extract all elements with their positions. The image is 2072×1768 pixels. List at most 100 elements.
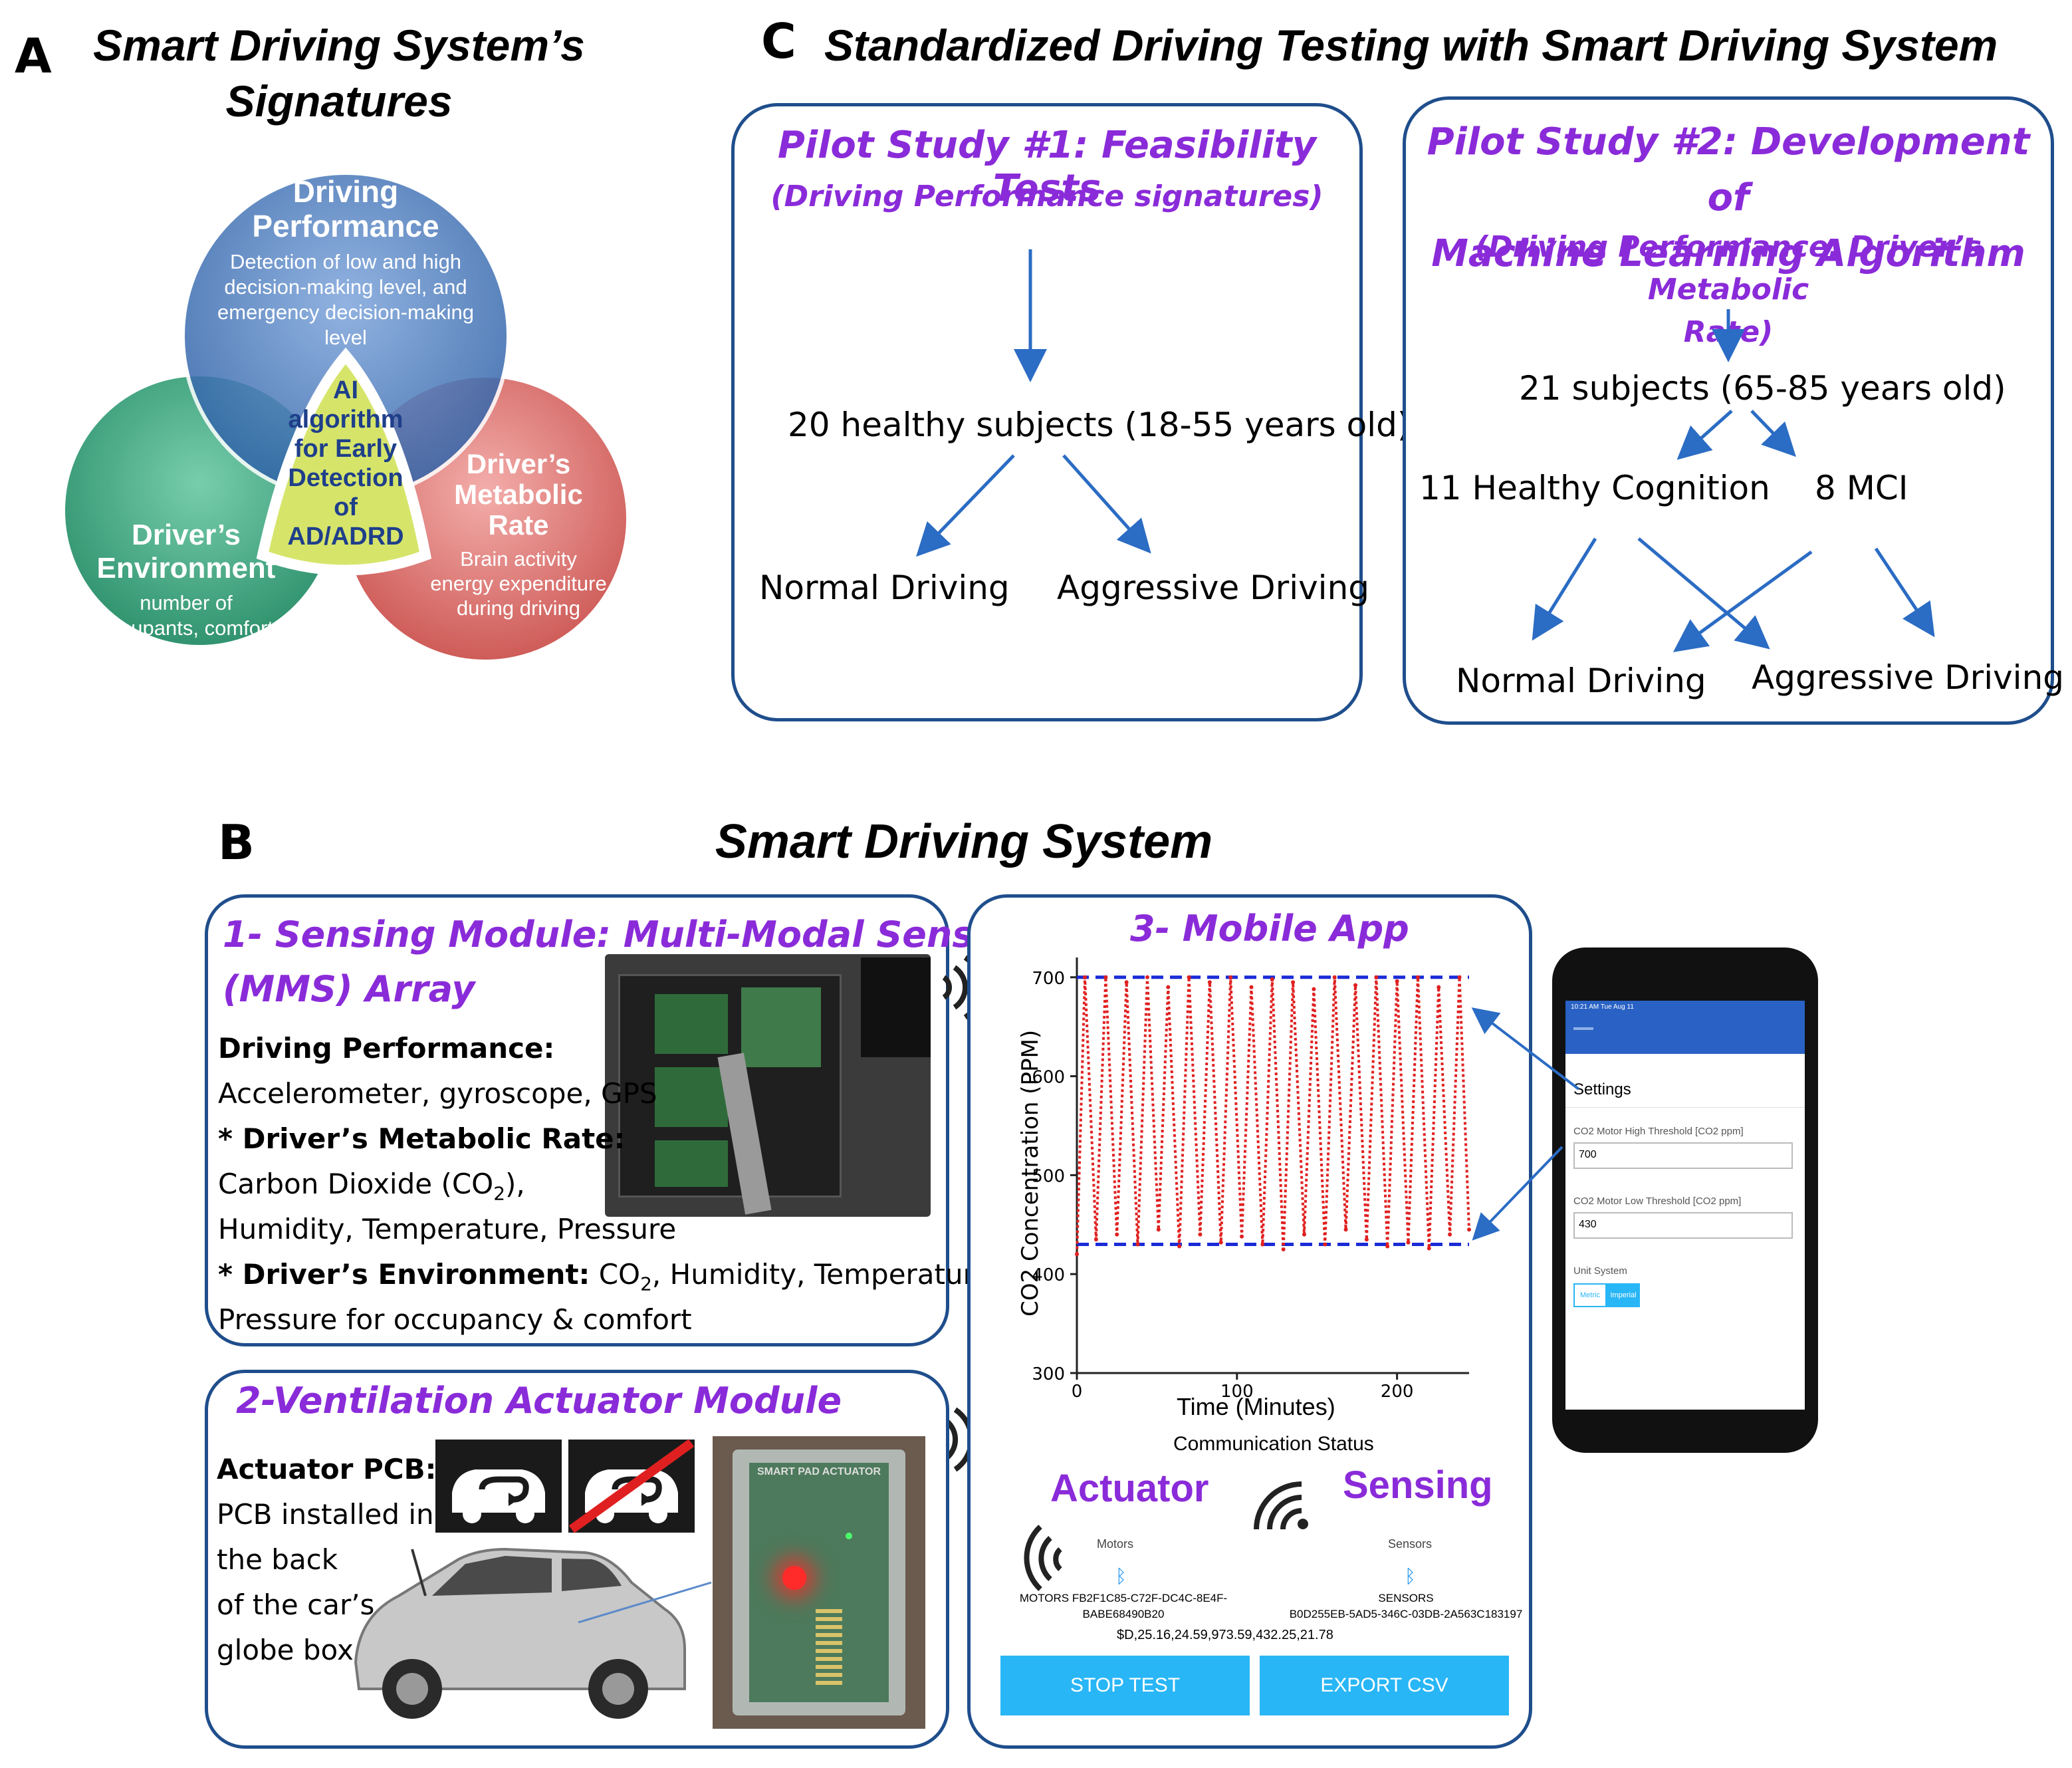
phone-screen: 10:21 AM Tue Aug 11 Settings CO2 Motor H… [1565, 1001, 1805, 1410]
env-co2: CO [590, 1258, 641, 1291]
panel-a-title-line2: Signatures [225, 76, 453, 126]
actuator-pcb-photo: SMART PAD ACTUATOR [713, 1436, 925, 1729]
export-csv-button[interactable]: EXPORT CSV [1260, 1656, 1509, 1715]
pilot-study-2-aggressive: Aggressive Driving [1752, 658, 2064, 697]
sensing-line-7: Pressure for occupancy & comfort [218, 1303, 692, 1336]
sensing-line-2: Accelerometer, gyroscope, GPS [218, 1077, 657, 1110]
high-threshold-input[interactable]: 700 [1573, 1142, 1793, 1169]
env-rest: , Humidity, Temperature, [651, 1258, 1000, 1291]
motors-id-line2: BABE68490B20 [1082, 1608, 1165, 1620]
sensing-line-5: Humidity, Temperature, Pressure [218, 1213, 677, 1245]
performance-desc-line3: emergency decision-making [217, 301, 474, 324]
motors-id: MOTORS FB2F1C85-C72F-DC4C-8E4F- BABE6849… [1010, 1590, 1236, 1622]
sensors-id-line1: SENSORS [1378, 1592, 1434, 1604]
venn-performance-desc: Detection of low and high decision-makin… [179, 249, 512, 350]
stop-test-button[interactable]: STOP TEST [1000, 1656, 1250, 1715]
high-threshold-label: CO2 Motor High Threshold [CO2 ppm] [1573, 1126, 1744, 1137]
pilot-study-2-normal: Normal Driving [1456, 662, 1706, 700]
pilot-study-2-subtitle-line1: (Driving Performance, Driver’s Metabolic [1474, 230, 1982, 307]
sensing-title-line1: 1- Sensing Module: Multi-Modal Sensor [223, 914, 1016, 955]
recirculation-on-svg [452, 1469, 545, 1523]
pcb-label: SMART PAD ACTUATOR [756, 1466, 881, 1477]
panel-c-title: Standardized Driving Testing with Smart … [824, 21, 1998, 70]
panel-c-letter: C [761, 13, 796, 69]
recirculation-off-svg [585, 1469, 678, 1523]
phone-frame: 10:21 AM Tue Aug 11 Settings CO2 Motor H… [1552, 947, 1818, 1453]
performance-title-line2: Performance [252, 209, 439, 243]
metabolic-desc-line2: energy expenditure [430, 572, 607, 595]
data-stream-line: $D,25.16,24.59,973.59,432.25,21.78 [1117, 1628, 1333, 1642]
ventilation-title: 2-Ventilation Actuator Module [236, 1380, 842, 1422]
phone-app-bar: 10:21 AM Tue Aug 11 [1565, 1001, 1805, 1054]
metabolic-title-line1: Driver’s [466, 448, 571, 479]
sensor-board-3 [655, 1140, 728, 1187]
mobile-app-title: 3- Mobile App [1130, 908, 1409, 949]
sensor-main-board [741, 987, 821, 1067]
metabolic-title-line3: Rate [488, 509, 549, 541]
ventilation-line-3: the back [217, 1543, 338, 1576]
panel-b-letter: B [218, 815, 255, 870]
pilot-study-1-box [731, 103, 1363, 721]
center-line2: algorithm [288, 406, 403, 434]
chart-xlabel: Time (Minutes) [1177, 1393, 1335, 1420]
ventilation-line-1: Actuator PCB: [217, 1453, 437, 1485]
performance-title-line1: Driving [292, 174, 399, 209]
imperial-toggle[interactable]: Imperial [1607, 1283, 1640, 1307]
sensors-id: SENSORS B0D255EB-5AD5-346C-03DB-2A563C18… [1280, 1590, 1532, 1622]
performance-desc-line4: level [324, 326, 367, 349]
ventilation-line-5: globe box [217, 1634, 354, 1666]
gps-module [861, 957, 931, 1057]
sensing-line-4: Carbon Dioxide (CO2), [218, 1168, 525, 1204]
environment-title-line1: Driver’s [132, 519, 241, 551]
sensing-title-line2: (MMS) Array [223, 968, 475, 1010]
settings-divider [1565, 1107, 1805, 1108]
performance-desc-line1: Detection of low and high [229, 250, 462, 273]
sensing-module-title: 1- Sensing Module: Multi-Modal Sensor (M… [223, 908, 1016, 1017]
pilot-study-1-subtitle: (Driving Performance signatures) [770, 180, 1324, 213]
venn-environment-desc: number of occupants, comfort [80, 590, 292, 641]
pcb-red-led [782, 1566, 806, 1590]
settings-title: Settings [1573, 1080, 1631, 1098]
phone-status-bar: 10:21 AM Tue Aug 11 [1571, 1003, 1634, 1011]
co2-end: ), [505, 1168, 525, 1200]
center-line1: AI [333, 376, 358, 404]
co2-sub: 2 [493, 1182, 506, 1205]
sensors-id-line2: B0D255EB-5AD5-346C-03DB-2A563C183197 [1289, 1608, 1523, 1620]
sensing-line-3: * Driver’s Metabolic Rate: [218, 1122, 626, 1155]
environment-desc-line1: number of [140, 591, 233, 614]
pilot-study-1-normal: Normal Driving [759, 568, 1010, 607]
metabolic-desc-line1: Brain activity [460, 547, 577, 570]
unit-system-label: Unit System [1573, 1265, 1627, 1277]
sensor-board-1 [655, 994, 728, 1054]
low-threshold-label: CO2 Motor Low Threshold [CO2 ppm] [1573, 1196, 1742, 1207]
pilot-study-1-subjects: 20 healthy subjects (18-55 years old) [788, 406, 1411, 444]
pilot-study-2-title-line2: Machine Learning Algorithm [1431, 232, 2025, 275]
metric-toggle[interactable]: Metric [1573, 1283, 1607, 1307]
venn-performance-title: Driving Performance [179, 174, 512, 243]
ventilation-line-2: PCB installed in [217, 1498, 434, 1531]
pilot-study-2-subtitle: (Driving Performance, Driver’s Metabolic… [1406, 226, 2051, 354]
venn-metabolic-desc: Brain activity energy expenditure during… [419, 547, 618, 620]
pcb-header-pins [816, 1609, 842, 1689]
back-icon[interactable] [1573, 1027, 1593, 1030]
low-threshold-input[interactable]: 430 [1573, 1212, 1793, 1239]
sensors-small-label: Sensors [1388, 1537, 1433, 1551]
pilot-study-1-title: Pilot Study #1: Feasibility Tests [777, 124, 1317, 210]
center-line6: AD/ADRD [287, 523, 404, 551]
venn-environment-title: Driver’s Environment [80, 519, 292, 585]
env-co2-sub: 2 [640, 1273, 652, 1295]
recirculation-off-icon [568, 1440, 695, 1533]
environment-title-line2: Environment [96, 552, 276, 584]
pilot-study-1-aggressive: Aggressive Driving [1057, 568, 1369, 607]
pilot-study-2-healthy: 11 Healthy Cognition [1419, 469, 1770, 507]
pcb-green-led [846, 1533, 852, 1539]
ventilation-line-4: of the car’s [217, 1588, 375, 1621]
pilot-study-2-subtitle-line2: Rate) [1683, 315, 1774, 349]
communication-status: Communication Status [1173, 1433, 1374, 1455]
recirculation-on-icon [435, 1440, 562, 1533]
sensing-label: Sensing [1343, 1463, 1493, 1507]
center-line5: of [334, 493, 358, 521]
pilot-study-2-mci: 8 MCI [1815, 469, 1908, 507]
panel-a-title-line1: Smart Driving System’s [93, 21, 585, 70]
metabolic-title-line2: Metabolic [454, 479, 583, 510]
